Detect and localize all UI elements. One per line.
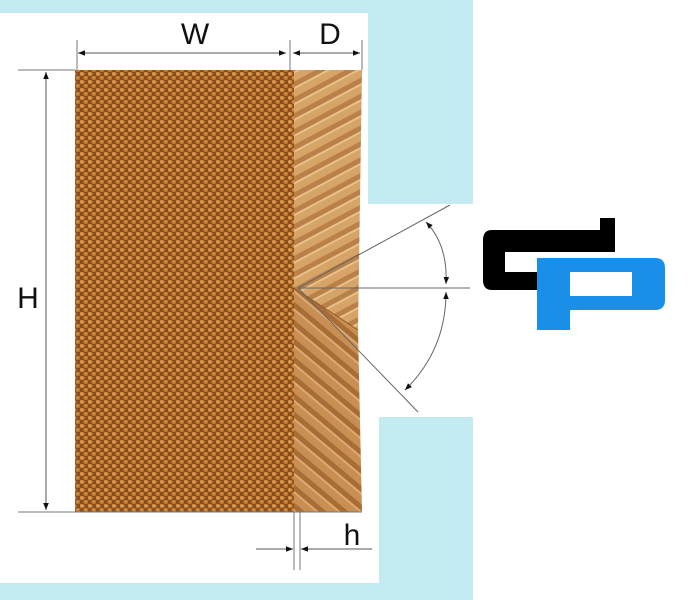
background-right-lower-block xyxy=(379,417,473,600)
background-bottom-strip xyxy=(0,583,473,600)
angle-arc-upper xyxy=(425,221,450,285)
logo-c-mark xyxy=(483,218,615,290)
label-depth: D xyxy=(319,18,341,51)
pad-front-face xyxy=(75,70,294,512)
pad-side-face-upper xyxy=(294,70,362,330)
background-right-upper-block xyxy=(368,0,473,204)
label-width: W xyxy=(181,18,210,51)
logo-p-mark xyxy=(537,258,665,330)
label-height: H xyxy=(17,282,39,315)
background-top-strip xyxy=(0,0,473,13)
angle-arc-lower xyxy=(404,291,449,391)
pad-side-face-lower xyxy=(294,288,362,512)
logo-cp xyxy=(483,218,665,330)
label-flute-height: h xyxy=(344,519,361,552)
